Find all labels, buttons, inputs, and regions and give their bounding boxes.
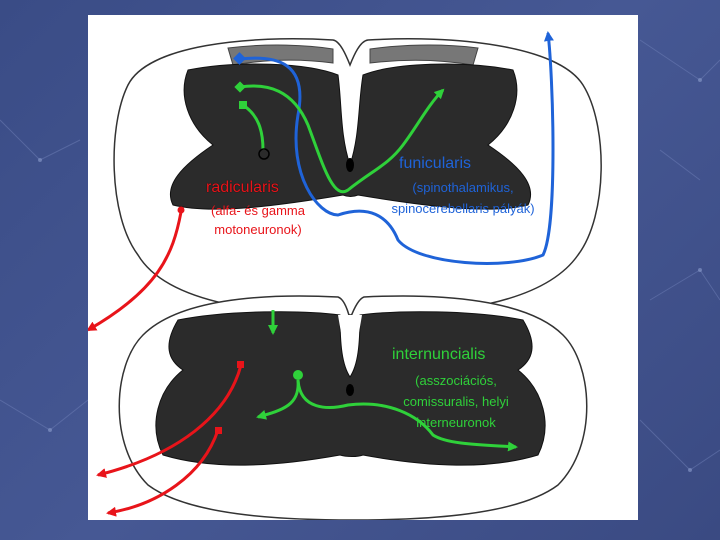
lower-central-canal [346, 384, 354, 396]
funicularis-pathway [239, 31, 555, 265]
green-upper-pathway [239, 84, 445, 194]
radicularis-upper-soma [177, 206, 185, 214]
funicularis-title: funicularis [399, 155, 472, 172]
synapse-open-circle [258, 148, 270, 160]
radicularis-subtitle-line2: motoneuronok) [214, 222, 302, 237]
internuncialis-subtitle-line1: (asszociációs, [415, 373, 497, 388]
spinal-cord-diagram [88, 31, 602, 520]
funicularis-subtitle-line2: spinocerebellaris pályák) [391, 201, 535, 216]
internuncialis-subtitle-line2: comissuralis, helyi [403, 394, 509, 409]
radicularis-lower-axon-2 [106, 429, 220, 517]
upper-left-dorsal-cap [227, 44, 334, 66]
radicularis-subtitle-line1: (alfa- és gamma [211, 203, 305, 218]
upper-grey-matter [169, 63, 532, 210]
internuncialis-subtitle-line3: interneuronok [416, 415, 496, 430]
funicularis-subtitle-line1: (spinothalamikus, [412, 180, 514, 195]
radicularis-upper-axon [88, 211, 183, 332]
green-short-soma-marker [239, 101, 247, 109]
radicularis-lower-soma-1 [237, 361, 244, 368]
radicularis-title: radicularis [206, 179, 279, 196]
internuncialis-title: internuncialis [392, 346, 486, 363]
upper-central-canal [346, 158, 354, 172]
funicularis-soma-marker [233, 52, 246, 65]
internuncialis-right-branch [296, 379, 518, 452]
internuncialis-soma [293, 370, 303, 380]
lower-central-canal-notch [338, 315, 362, 367]
spinal-cord-diagram-panel: radicularis (alfa- és gamma motoneuronok… [88, 15, 638, 520]
radicularis-lower-soma-2 [215, 427, 222, 434]
radicularis-lower-axon-1 [96, 364, 243, 478]
